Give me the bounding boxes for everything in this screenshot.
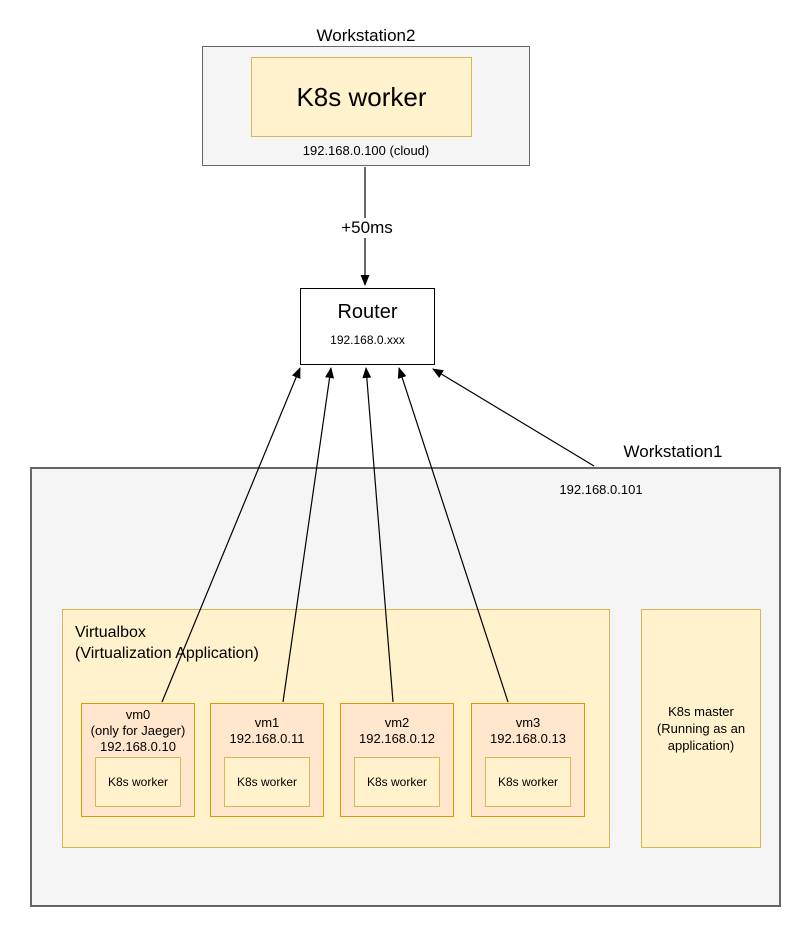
router-label: Router bbox=[337, 301, 398, 323]
workstation1-label: Workstation1 bbox=[623, 442, 723, 461]
k8s-worker-cloud-label: K8s worker bbox=[296, 81, 427, 112]
vm-header: vm3 192.168.0.13 bbox=[472, 704, 584, 758]
vm-box-vm0: vm0 (only for Jaeger) 192.168.0.10 K8s w… bbox=[81, 703, 195, 817]
vm-ip: 192.168.0.10 bbox=[100, 739, 176, 754]
vm-header: vm0 (only for Jaeger) 192.168.0.10 bbox=[82, 704, 194, 758]
router-ip: 192.168.0.xxx bbox=[330, 333, 405, 347]
k8s-worker-box: K8s worker bbox=[485, 757, 571, 807]
vm-ip: 192.168.0.11 bbox=[229, 731, 305, 746]
vm-name: vm1 bbox=[254, 715, 280, 730]
k8s-master-line2: (Running as an bbox=[656, 721, 746, 736]
vm-ip: 192.168.0.12 bbox=[359, 731, 435, 746]
k8s-master-box: K8s master (Running as an application) bbox=[641, 609, 761, 848]
k8s-worker-box: K8s worker bbox=[224, 757, 310, 807]
vm-header: vm2 192.168.0.12 bbox=[341, 704, 453, 758]
workstation2-ip: 192.168.0.100 (cloud) bbox=[302, 143, 430, 158]
k8s-worker-label: K8s worker bbox=[107, 775, 169, 789]
vm-name: vm3 bbox=[515, 715, 541, 730]
k8s-master-line3: application) bbox=[667, 738, 735, 753]
virtualbox-label: Virtualbox (Virtualization Application) bbox=[75, 622, 259, 664]
virtualbox-label-line1: Virtualbox bbox=[75, 624, 146, 641]
latency-label: +50ms bbox=[327, 218, 407, 238]
vm-name: vm2 bbox=[384, 715, 410, 730]
k8s-master-line1: K8s master bbox=[668, 704, 734, 719]
workstation2-label: Workstation2 bbox=[316, 26, 416, 45]
vm-name: vm0 bbox=[125, 707, 151, 722]
vm-box-vm2: vm2 192.168.0.12 K8s worker bbox=[340, 703, 454, 817]
k8s-worker-label: K8s worker bbox=[236, 775, 298, 789]
workstation1-ip: 192.168.0.101 bbox=[559, 482, 643, 497]
router-box: Router 192.168.0.xxx bbox=[300, 288, 435, 365]
connector-workstation1-to-router bbox=[432, 368, 595, 467]
vm-note: (only for Jaeger) bbox=[90, 723, 186, 738]
k8s-worker-cloud-box: K8s worker bbox=[251, 57, 472, 137]
virtualbox-label-line2: (Virtualization Application) bbox=[75, 645, 259, 662]
vm-box-vm1: vm1 192.168.0.11 K8s worker bbox=[210, 703, 324, 817]
k8s-worker-box: K8s worker bbox=[354, 757, 440, 807]
vm-header: vm1 192.168.0.11 bbox=[211, 704, 323, 758]
k8s-worker-label: K8s worker bbox=[366, 775, 428, 789]
vm-ip: 192.168.0.13 bbox=[490, 731, 566, 746]
k8s-worker-label: K8s worker bbox=[497, 775, 559, 789]
vm-box-vm3: vm3 192.168.0.13 K8s worker bbox=[471, 703, 585, 817]
k8s-worker-box: K8s worker bbox=[95, 757, 181, 807]
